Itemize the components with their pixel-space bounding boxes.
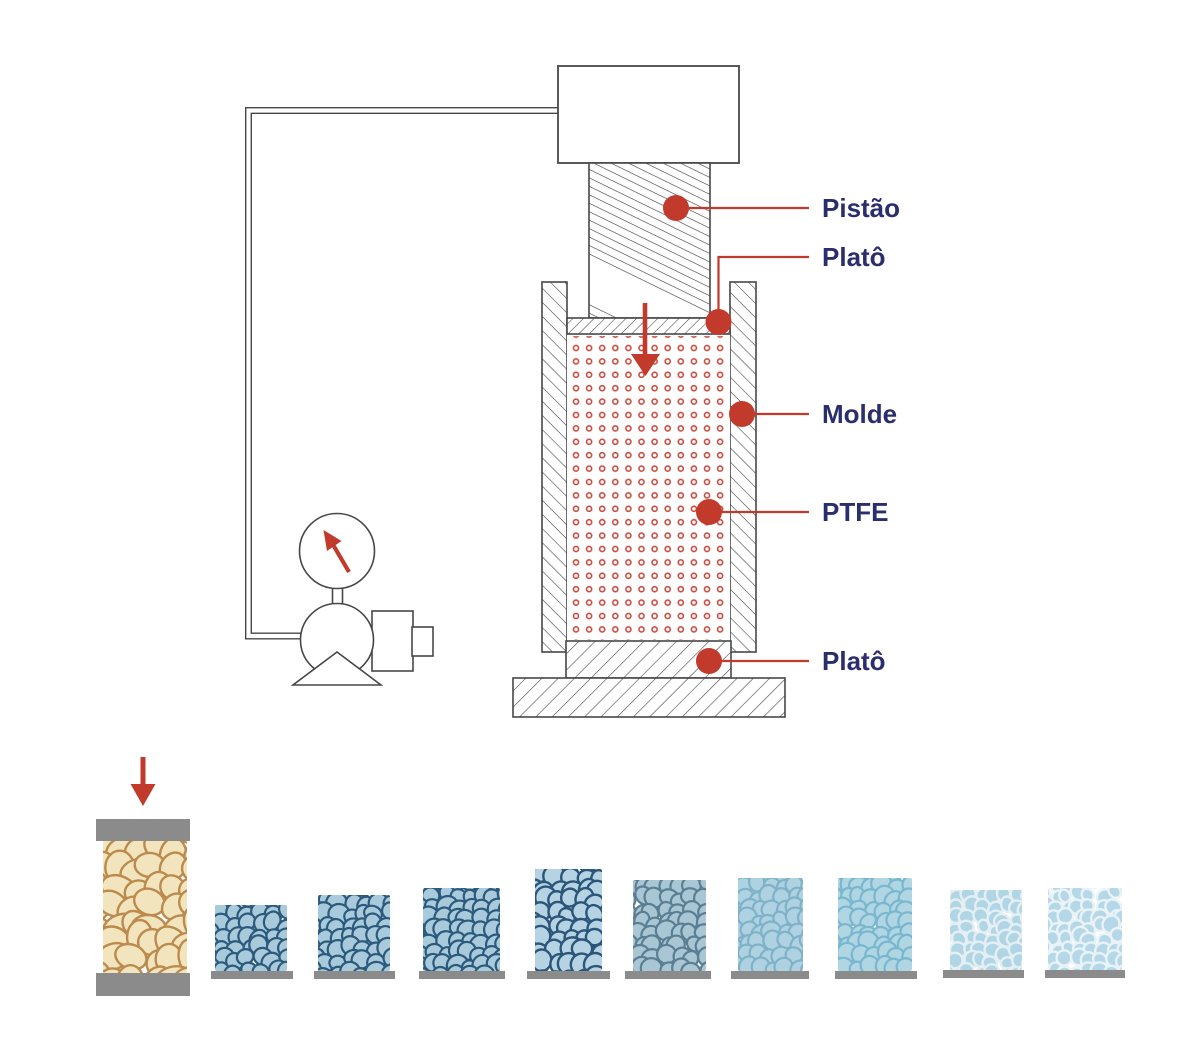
callout-dots	[663, 195, 755, 674]
compression-arrow-icon	[631, 303, 660, 376]
specimen-base-bar	[314, 971, 395, 979]
specimen-stage-5	[527, 869, 610, 979]
specimen-body	[1048, 888, 1122, 970]
specimen-body	[535, 869, 602, 971]
callouts	[687, 206, 809, 663]
pump-fitting-small	[411, 626, 434, 657]
load-arrow-icon	[130, 757, 156, 806]
pump-stand	[290, 651, 384, 686]
callout-dot-pistao	[663, 195, 689, 221]
pressure-gauge-pump	[290, 512, 434, 686]
specimen-stage-4	[419, 888, 505, 979]
specimen-base-bar	[943, 970, 1024, 978]
label-ptfe: PTFE	[822, 497, 888, 527]
label-plato-bottom: Platô	[822, 646, 886, 676]
specimen-bottom-platen	[96, 973, 190, 996]
top-platen	[566, 317, 731, 335]
specimen-base-bar	[731, 971, 809, 979]
specimen-body	[103, 841, 187, 973]
callout-dot-plato-bottom	[696, 648, 722, 674]
callout-line-plato-top	[717, 255, 809, 315]
ptfe-powder	[567, 334, 730, 641]
specimen-stage-1	[96, 757, 190, 996]
specimen-base-bar	[625, 971, 711, 979]
specimen-stage-2	[211, 905, 293, 979]
specimen-base-bar	[419, 971, 505, 979]
specimen-stage-10	[1045, 888, 1125, 978]
specimen-body	[950, 890, 1022, 970]
gauge-needle-icon	[323, 530, 351, 574]
specimen-top-platen	[96, 819, 190, 841]
mold-wall-right	[729, 281, 757, 653]
specimen-body	[633, 880, 706, 971]
label-pistao: Pistão	[822, 193, 900, 223]
mold-wall-left	[541, 281, 568, 653]
label-plato-top: Platô	[822, 242, 886, 272]
specimen-body	[215, 905, 287, 971]
press-head	[557, 65, 740, 164]
piston	[588, 162, 711, 319]
hydraulic-pipe	[245, 107, 560, 640]
specimen-base-bar	[211, 971, 293, 979]
specimen-body	[318, 895, 390, 971]
specimen-body	[423, 888, 500, 971]
callout-dot-molde	[729, 401, 755, 427]
specimen-body	[738, 878, 803, 971]
specimen-stage-9	[943, 890, 1024, 978]
specimen-stage-8	[835, 878, 917, 979]
compression-stages	[96, 757, 1125, 996]
specimen-stage-3	[314, 895, 395, 979]
specimen-base-bar	[835, 971, 917, 979]
specimen-stage-7	[731, 878, 809, 979]
callout-dot-ptfe	[696, 499, 722, 525]
specimen-base-bar	[527, 971, 610, 979]
label-molde: Molde	[822, 399, 897, 429]
specimen-body	[838, 878, 912, 971]
callout-dot-plato-top	[705, 309, 732, 335]
pump-fitting-large	[371, 610, 414, 672]
specimen-base-bar	[1045, 970, 1125, 978]
specimen-stage-6	[625, 880, 711, 979]
base-plate	[512, 677, 786, 718]
